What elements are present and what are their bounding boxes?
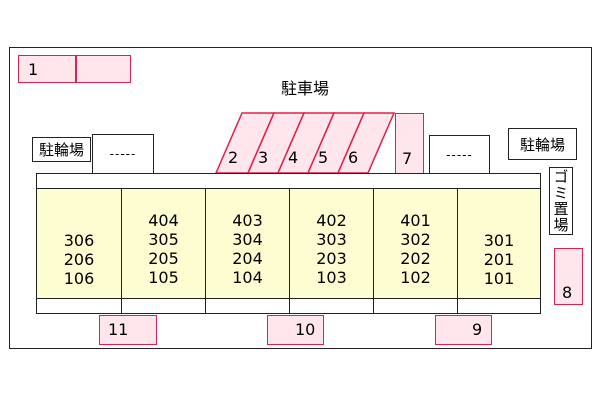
band-divider <box>205 298 206 314</box>
parking-slot-8[interactable]: 8 <box>554 248 583 305</box>
room-206: 206 <box>63 250 95 269</box>
slot-5-number: 5 <box>318 148 329 167</box>
room-305: 305 <box>148 230 179 249</box>
room-203: 203 <box>316 249 347 268</box>
room-302: 302 <box>400 230 431 249</box>
room-301: 301 <box>483 231 515 250</box>
bike-parking-right: 駐輪場 <box>508 128 577 160</box>
room-403: 403 <box>232 211 263 230</box>
slot-number: 1 <box>28 60 39 79</box>
room-106: 106 <box>63 269 95 288</box>
parking-slot-10[interactable]: 10 <box>267 315 324 345</box>
slot-6-number: 6 <box>348 148 359 167</box>
room-104: 104 <box>232 268 263 287</box>
room-402: 402 <box>316 211 347 230</box>
band-divider <box>289 298 290 314</box>
parking-slot-1[interactable]: 1 <box>18 55 131 83</box>
building-bottom-band <box>36 298 541 314</box>
room-201: 201 <box>483 250 515 269</box>
parking-slot-11[interactable]: 11 <box>99 315 157 345</box>
placeholder-left: ----- <box>92 134 154 174</box>
parking-slot-7[interactable]: 7 <box>395 113 424 174</box>
slot-number: 8 <box>562 283 573 302</box>
band-divider <box>373 298 374 314</box>
garbage-area: ゴミ置場 <box>549 167 573 235</box>
slot-number: 7 <box>402 149 413 168</box>
slot-divider <box>75 56 77 82</box>
room-303: 303 <box>316 230 347 249</box>
slot-2-number: 2 <box>228 148 239 167</box>
bike-parking-left: 駐輪場 <box>32 137 91 162</box>
room-204: 204 <box>232 249 263 268</box>
slot-3-number: 3 <box>258 148 269 167</box>
parking-lot-label: 駐車場 <box>281 79 330 98</box>
room-101: 101 <box>483 269 515 288</box>
room-103: 103 <box>316 268 347 287</box>
building-top-band <box>36 173 541 189</box>
slot-number: 11 <box>108 320 129 339</box>
room-401: 401 <box>400 211 431 230</box>
slot-4-number: 4 <box>288 148 299 167</box>
slanted-parking-slots <box>214 112 396 174</box>
room-304: 304 <box>232 230 263 249</box>
band-divider <box>121 298 122 314</box>
room-306: 306 <box>63 231 95 250</box>
room-404: 404 <box>148 211 179 230</box>
slot-number: 9 <box>472 320 483 339</box>
room-202: 202 <box>400 249 431 268</box>
room-205: 205 <box>148 249 179 268</box>
parking-slot-9[interactable]: 9 <box>435 315 492 345</box>
band-divider <box>457 298 458 314</box>
placeholder-right: ----- <box>429 135 490 174</box>
room-105: 105 <box>148 268 179 287</box>
room-102: 102 <box>400 268 431 287</box>
slot-number: 10 <box>295 320 316 339</box>
